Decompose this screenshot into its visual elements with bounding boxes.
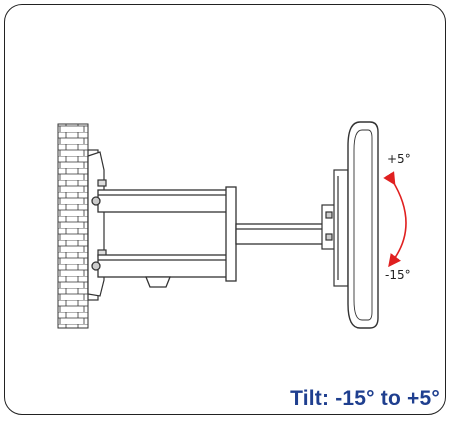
curved-double-arrow-icon — [383, 171, 407, 268]
brick-wall-icon — [57, 123, 89, 329]
tilt-min-label: -15° — [385, 268, 411, 282]
diagram-frame — [4, 4, 446, 415]
tilt-head — [321, 169, 349, 287]
tilt-range-caption: Tilt: -15° to +5° — [290, 387, 440, 410]
articulating-arm-icon — [91, 186, 327, 288]
tilt-max-label: +5° — [387, 152, 411, 166]
tv-panel-icon — [347, 121, 379, 329]
